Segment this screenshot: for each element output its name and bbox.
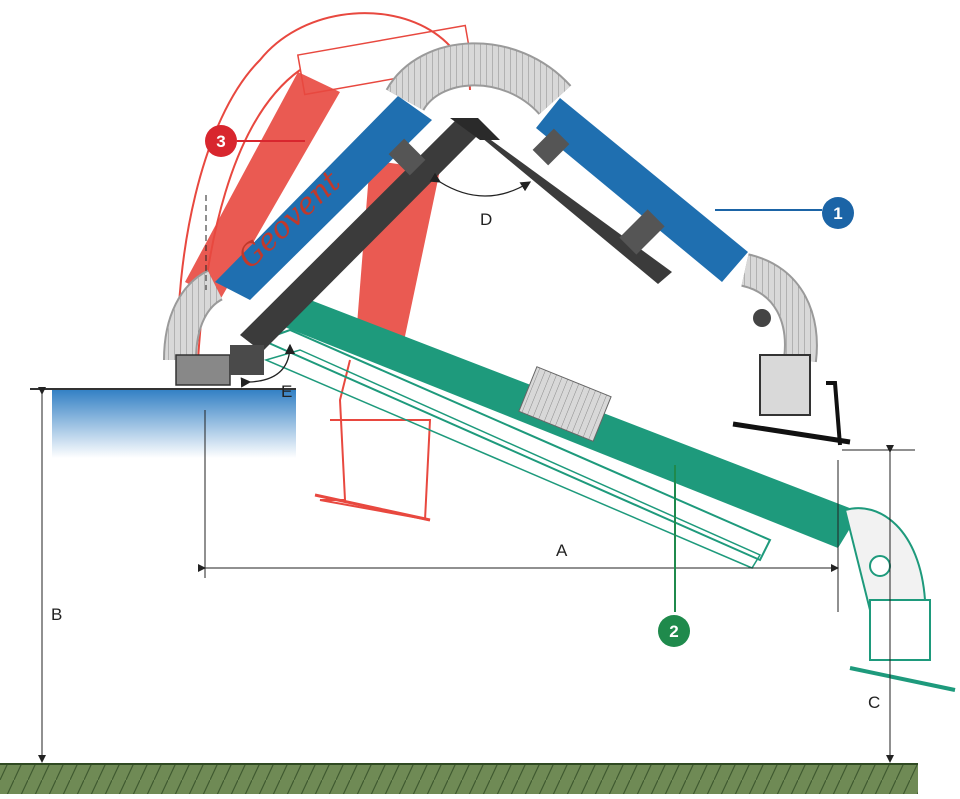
callout-3-label: 3 [216, 132, 225, 151]
dimension-b-label: B [51, 605, 62, 624]
dimension-c-label: C [868, 693, 880, 712]
callout-3: 3 [205, 125, 305, 157]
dimension-a-label: A [556, 541, 568, 560]
green-arm-position [259, 296, 956, 692]
dimension-d-label: D [480, 210, 492, 229]
blue-arm-position [163, 42, 851, 446]
callout-2-label: 2 [669, 622, 678, 641]
dimension-e-label: E [281, 382, 292, 401]
wall-mount [30, 388, 296, 458]
callout-2: 2 [658, 465, 690, 647]
floor [0, 763, 918, 794]
dimension-lines [38, 172, 915, 763]
callout-1-label: 1 [833, 204, 842, 223]
callout-1: 1 [715, 197, 854, 229]
